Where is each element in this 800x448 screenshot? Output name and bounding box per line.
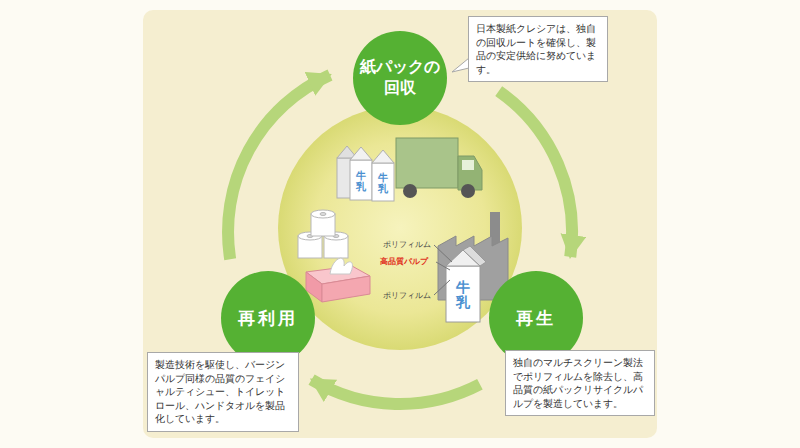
toilet-rolls [298,210,348,258]
drawing-part [434,280,450,295]
part-label: 高品質パルプ [380,256,428,267]
note-box: 独自のマルチスクリーン製法でポリフィルムを除去し、高品質の紙パックリサイクルパル… [505,350,655,416]
drawing-part [462,160,474,170]
truck [396,138,482,198]
stage-circle: 再利用 [221,271,315,365]
part-label: ポリフィルム [383,290,431,301]
note-box: 製造技術を駆使し、バージンパルプ同様の品質のフェイシャルティシュー、トイレットロ… [147,352,299,432]
drawing-part [350,147,372,160]
drawing-part [320,213,326,216]
panel [143,10,657,438]
note-text: 独自のマルチスクリーン製法でポリフィルムを除去し、高品質の紙パックリサイクルパル… [513,356,647,410]
stage-title: 紙パックの回収 [358,57,441,99]
drawing-part [322,276,370,302]
leader-lines [434,245,452,295]
cycle-arrow [312,380,480,404]
note-text: 製造技術を駆使し、バージンパルプ同様の品質のフェイシャルティシュー、トイレットロ… [155,358,291,426]
big-carton [446,246,486,322]
cycle-arrow [228,75,330,259]
drawing-part [311,210,335,218]
drawing-part [330,258,352,274]
drawing-part [396,138,458,188]
drawing-part [434,245,452,262]
drawing-part [350,160,372,200]
carton-text: 牛乳 [456,280,470,311]
drawing-part [461,184,475,198]
drawing-part [436,262,450,270]
drawing-part [372,150,394,163]
carton-text: 牛乳 [378,172,388,194]
drawing-part [463,246,486,266]
drawing-part [403,184,417,198]
stage-title: 再生 [492,307,580,329]
milk-cartons [337,146,394,201]
drawing-part [446,266,480,322]
carton-text: 牛乳 [356,170,366,192]
note-box: 日本製紙クレシアは、独自の回収ルートを確保し、製品の安定供給に努めています。 [468,16,608,82]
drawing-part [372,163,394,201]
cycle-arrow [499,91,572,257]
note-text: 日本製紙クレシアは、独自の回収ルートを確保し、製品の安定供給に努めています。 [476,22,600,76]
stage-circle: 紙パックの回収 [353,31,447,125]
callout-tail [452,58,469,72]
tissue-box [306,258,370,302]
part-label: ポリフィルム [383,239,431,250]
stage-title: 再利用 [224,307,312,329]
